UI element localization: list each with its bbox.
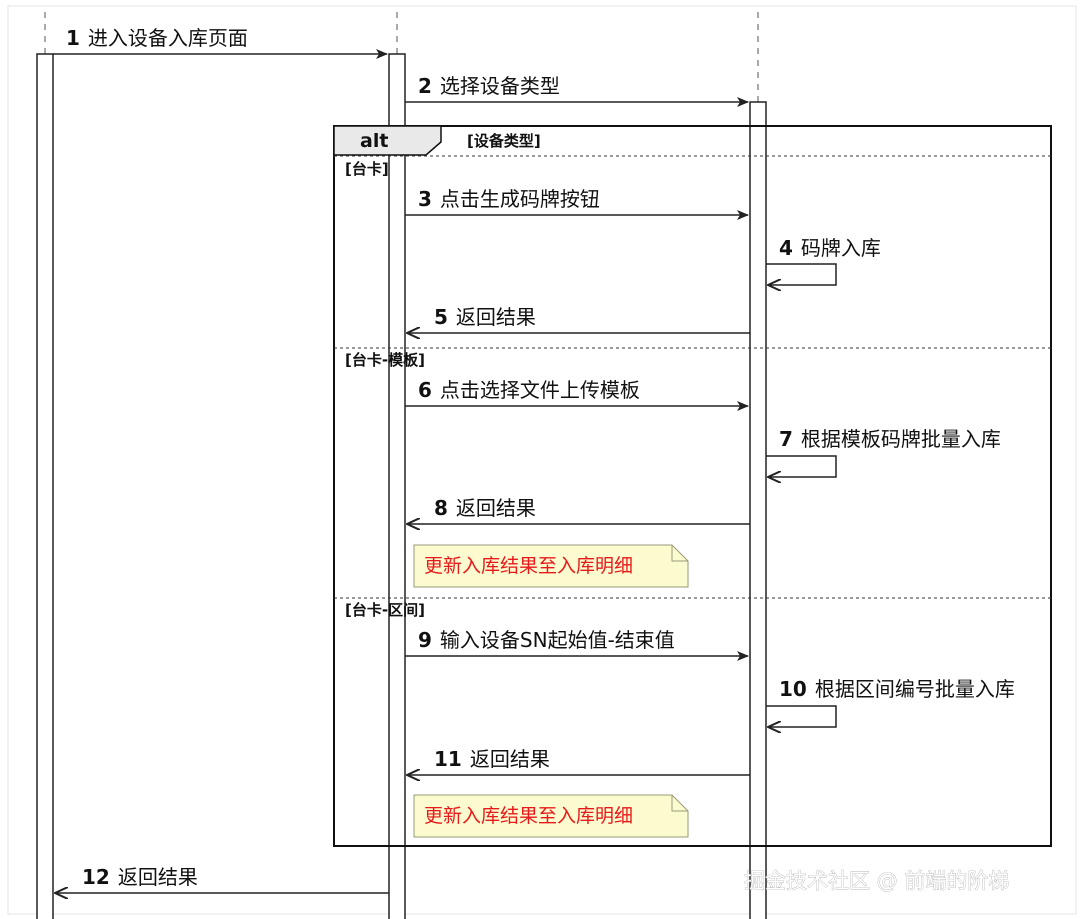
canvas-border <box>7 5 1077 915</box>
alt-keyword: alt <box>360 130 388 152</box>
alt-frame-tab <box>333 125 442 156</box>
watermark: 掘金技术社区 @ 前端的阶梯 <box>744 869 1009 893</box>
activation-backend <box>749 101 767 919</box>
note-2: 更新入库结果至入库明细 <box>413 794 689 838</box>
activation-frontend <box>388 53 406 919</box>
message-4-arrow <box>766 263 837 285</box>
operand-guard-3: [台卡-区间] <box>345 601 425 619</box>
operand-guard-1: [台卡] <box>345 160 389 178</box>
alt-frame <box>333 125 1052 847</box>
operand-guard-2: [台卡-模板] <box>345 351 425 369</box>
note-1-text: 更新入库结果至入库明细 <box>424 555 633 577</box>
message-10-arrow <box>766 705 837 727</box>
note-1: 更新入库结果至入库明细 <box>413 544 689 588</box>
alt-condition: [设备类型] <box>467 132 541 150</box>
activation-user <box>36 53 54 919</box>
note-2-text: 更新入库结果至入库明细 <box>424 805 633 827</box>
message-7-arrow <box>766 455 837 477</box>
